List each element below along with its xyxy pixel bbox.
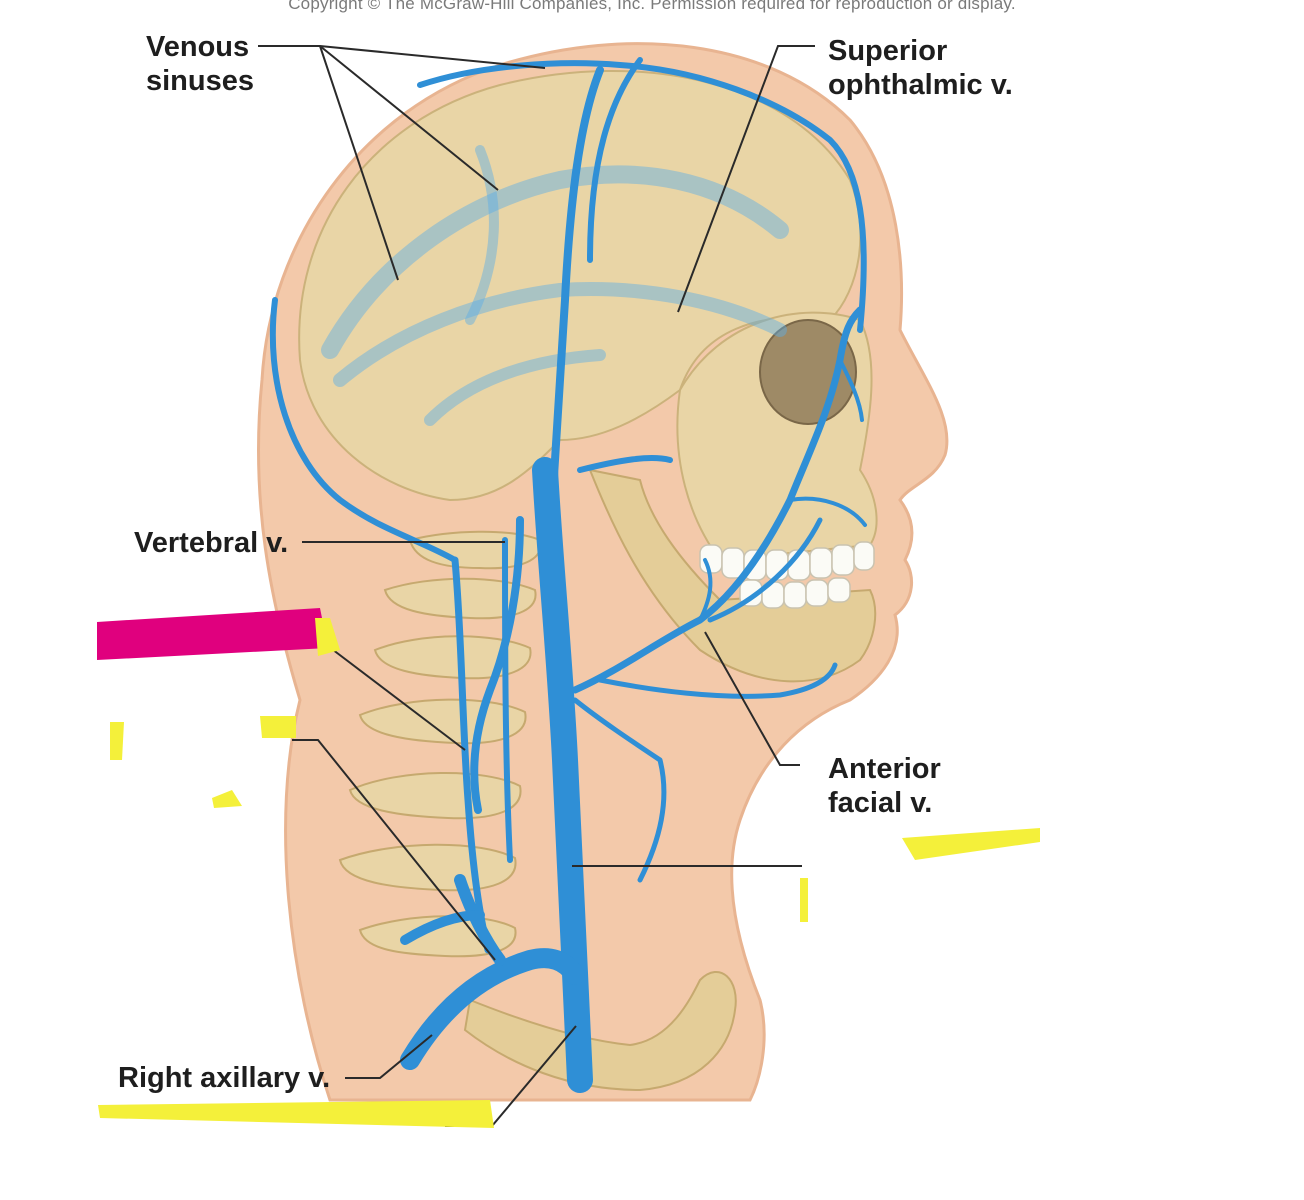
external-jugular-vein bbox=[470, 516, 524, 814]
yellow-highlight-marks bbox=[98, 618, 1040, 1128]
copyright-notice: Copyright © The McGraw-Hill Companies, I… bbox=[288, 0, 1016, 13]
label-superior-ophthalmic-line1: Superior bbox=[828, 35, 948, 67]
label-anterior-facial-line1: Anterior bbox=[828, 753, 941, 785]
label-venous-sinuses-line2: sinuses bbox=[146, 65, 254, 97]
skull-mandible bbox=[588, 468, 877, 683]
vertebral-vein bbox=[451, 556, 492, 954]
magenta-highlight-mark bbox=[97, 608, 328, 660]
label-anterior-facial-line2: facial v. bbox=[828, 787, 933, 819]
label-venous-sinuses-line1: Venous bbox=[146, 31, 250, 63]
venous-sinuses-veins bbox=[321, 145, 789, 426]
label-venous-sinuses: Venous sinuses bbox=[146, 30, 254, 98]
label-vertebral-vein: Vertebral v. bbox=[134, 527, 289, 559]
label-anterior-facial: Anterior facial v. bbox=[828, 752, 941, 820]
eye-orbit bbox=[759, 319, 857, 425]
subclavian-vein bbox=[400, 948, 585, 1070]
label-right-axillary: Right axillary v. bbox=[118, 1062, 331, 1094]
label-superior-ophthalmic: Superior ophthalmic v. bbox=[828, 34, 1013, 102]
label-superior-ophthalmic-line2: ophthalmic v. bbox=[828, 69, 1013, 101]
veins bbox=[269, 57, 867, 1093]
